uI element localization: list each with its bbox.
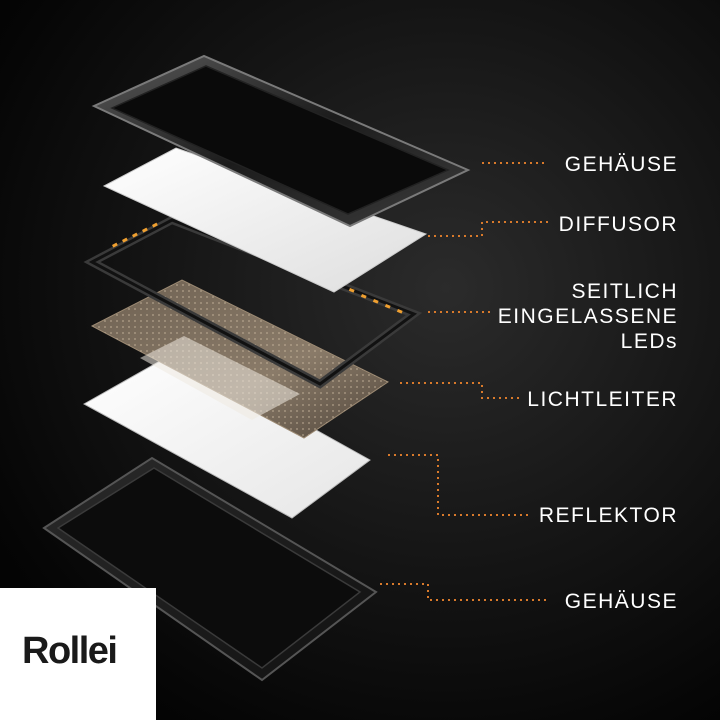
reflector-sheet bbox=[82, 351, 371, 519]
led-strip-right bbox=[348, 287, 403, 314]
label-gehaeuse-top: GEHÄUSE bbox=[564, 153, 678, 176]
diffusor-sheet bbox=[102, 147, 428, 293]
label-reflektor: REFLEKTOR bbox=[538, 504, 678, 527]
leader-gehaeuse-bottom bbox=[380, 583, 548, 601]
leader-lines bbox=[380, 162, 548, 601]
label-seitlich-eingelassene-leds: SEITLICH EINGELASSENE LEDs bbox=[498, 279, 678, 354]
label-leds-line-2: EINGELASSENE bbox=[497, 305, 678, 328]
led-strip-top bbox=[112, 222, 158, 248]
leader-reflektor bbox=[388, 454, 528, 516]
light-guide-panel bbox=[90, 279, 389, 439]
leader-diffusor bbox=[428, 221, 548, 237]
label-leds-line-3: LEDs bbox=[620, 330, 678, 353]
leader-lichtleiter bbox=[400, 382, 520, 399]
label-lichtleiter: LICHTLEITER bbox=[527, 388, 678, 411]
label-leds-line-1: SEITLICH bbox=[571, 280, 678, 303]
label-gehaeuse-bottom: GEHÄUSE bbox=[564, 590, 678, 613]
label-diffusor: DIFFUSOR bbox=[558, 213, 678, 236]
led-frame bbox=[83, 215, 423, 389]
rollei-logo: Rollei bbox=[22, 630, 118, 672]
housing-top-frame bbox=[91, 54, 471, 228]
brand-logo-box: Rollei bbox=[0, 588, 156, 720]
